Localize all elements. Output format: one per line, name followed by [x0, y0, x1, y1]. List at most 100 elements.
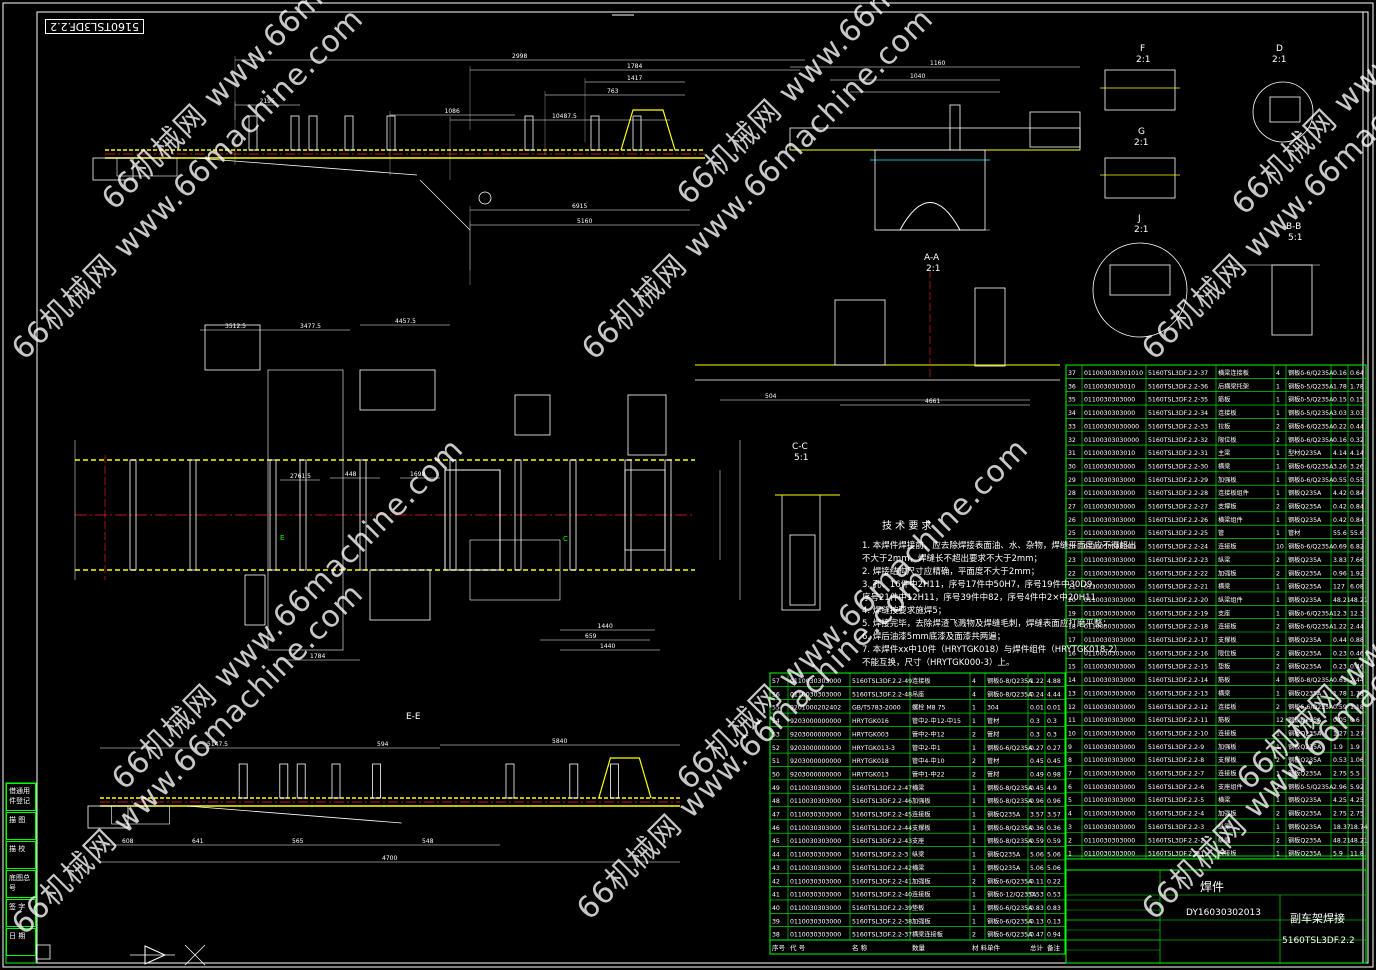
bom-right-cell: 钢板δ-6/Q235A — [1288, 436, 1334, 444]
bom-left-cell: 1 — [972, 905, 976, 912]
bom-right-cell: 钢板δ-6/Q235A — [1288, 369, 1334, 377]
inner-border — [36, 11, 1369, 964]
detail-f-label: F — [1140, 44, 1146, 54]
bom-right-cell: 48.21 — [1350, 837, 1368, 844]
bom-left-cell: 钢板δ-6/Q235A — [987, 904, 1033, 912]
bom-right-cell: 1 — [1276, 383, 1280, 390]
bom-right-cell: 2 — [1276, 650, 1280, 657]
bom-left-cell: 2 — [972, 878, 976, 885]
bom-right-cell: 15 — [1068, 664, 1076, 671]
bom-right-cell: 5160TSL3DF.2.2-23 — [1148, 557, 1208, 564]
bom-left-cell: 0.96 — [1047, 798, 1061, 805]
bom-right-cell: 11 — [1068, 717, 1076, 724]
bom-left-cell: 0110030303000 — [790, 678, 841, 685]
bom-left-cell: 45 — [772, 838, 780, 845]
tech-req-item: 4. 焊缝按要求施焊5； — [862, 606, 947, 616]
bom-right-cell: 横梁 — [1218, 796, 1230, 804]
bom-left-cell: 0.45 — [1030, 758, 1044, 765]
bom-right-cell: 01100303030000 — [1084, 437, 1139, 444]
bom-right-cell: 0110030303000 — [1084, 837, 1135, 844]
bom-header-cell: 材 料 — [972, 943, 988, 952]
bom-left-cell: 1 — [972, 785, 976, 792]
bom-left-cell: 1 — [972, 812, 976, 819]
bom-left-cell: 管材 — [987, 730, 999, 738]
plan-mark-e: E — [280, 534, 284, 542]
bom-left-cell: 9203000000000 — [790, 745, 841, 752]
bom-left-cell: 1 — [972, 892, 976, 899]
bom-right-cell: 0110030303000 — [1084, 744, 1135, 751]
bom-left-cell: HRYTGK018 — [852, 758, 889, 765]
bom-left-cell: 0.36 — [1047, 825, 1061, 832]
bom-right-cell: 钢板δ-6/Q235A — [1288, 609, 1334, 617]
bom-right-cell: 钢板δ-6/Q235A — [1288, 422, 1334, 430]
bom-right-cell: 1 — [1276, 397, 1280, 404]
side-ee-upright-7 — [610, 763, 619, 799]
bom-right-cell: 5160TSL3DF.2.2-1 — [1148, 851, 1204, 858]
title-drawing-number: DY16030302013 — [1186, 908, 1261, 918]
bom-right-cell: 1 — [1276, 744, 1280, 751]
bom-right-cell: 5160TSL3DF.2.2-13 — [1148, 690, 1208, 697]
bom-right-cell: 钢板δ-6/Q235A — [1288, 476, 1334, 484]
bom-right-cell: 0110030303000 — [1084, 664, 1135, 671]
bom-right-cell: 0.6 — [1350, 717, 1360, 724]
plan-region-2 — [469, 539, 561, 601]
left-table-cell: 签 字 — [6, 899, 36, 927]
side-ee-rear-bracket — [598, 757, 652, 799]
bom-right-cell: 0.55 — [1350, 477, 1364, 484]
bom-right-cell: 5160TSL3DF.2.2-19 — [1148, 610, 1208, 617]
bom-right-cell: 支撑板 — [1218, 636, 1237, 644]
bom-right-cell: 1 — [1276, 771, 1280, 778]
bom-left-cell: 0.3 — [1047, 731, 1057, 738]
tech-req-item: 5. 焊接完毕，去除焊渣飞溅物及焊缝毛刺，焊缝表面应打磨平整； — [862, 619, 1111, 629]
detail-g-label: G — [1138, 127, 1145, 137]
bom-right-cell: 127 — [1333, 584, 1345, 591]
bom-left-cell: 43 — [772, 865, 780, 872]
bom-left-cell: 4.9 — [1047, 785, 1057, 792]
bom-left-cell: 5160TSL3DF.2.2-42 — [852, 865, 912, 872]
bom-right-cell: 5160TSL3DF.2.2-34 — [1148, 410, 1208, 417]
section-bb-label: B-B — [1286, 222, 1302, 232]
bom-right-cell: 1.78 — [1333, 690, 1347, 697]
bom-right-cell: 支撑板 — [1218, 756, 1237, 764]
bom-left-cell: 48 — [772, 798, 780, 805]
bom-left-cell: 0.83 — [1047, 905, 1061, 912]
left-table-cell: 借通用件登记 — [6, 783, 36, 811]
detail-d-label: D — [1276, 44, 1283, 54]
dim-text-top-0: 2998 — [512, 53, 527, 60]
bom-right-cell: 0110030303000 — [1084, 477, 1135, 484]
bom-right-cell: 横梁 — [1218, 583, 1230, 591]
bom-right-cell: 1.78 — [1350, 383, 1364, 390]
bom-right-cell: 横梁 — [1218, 689, 1230, 697]
plan-tab-1 — [204, 324, 261, 371]
bom-right-cell: 钢板Q235A — [1288, 489, 1322, 497]
bom-right-cell: 0110030303000 — [1084, 544, 1135, 551]
bom-right-cell: 钢板Q235A — [1288, 756, 1322, 764]
bom-right-cell: 4.14 — [1350, 450, 1364, 457]
side-ee-upright-0 — [238, 763, 248, 799]
bom-right-cell: 5 — [1068, 797, 1072, 804]
bom-right-cell: 纵梁 — [1218, 836, 1230, 844]
tech-req-item: 1. 本焊件焊接前，应去除焊接表面油、水、杂物，焊缝平面度应不得超出 — [862, 541, 1137, 551]
bom-right-cell: 0110030303000 — [1084, 771, 1135, 778]
side-ee-end-block — [87, 805, 129, 829]
bom-right-cell: 连接板 — [1218, 729, 1237, 737]
bom-right-cell: 0.42 — [1333, 517, 1347, 524]
bom-right-cell: 4.25 — [1333, 797, 1347, 804]
bom-right-cell: 27 — [1068, 504, 1076, 511]
side-top-rear-bracket — [620, 109, 676, 151]
plan-crossmember-2 — [269, 459, 277, 571]
bom-right-cell: 2.75 — [1333, 771, 1347, 778]
bom-right-cell: 钢板Q235A — [1288, 663, 1322, 671]
dim-plan-text-3: 2761.5 — [290, 473, 311, 480]
plan-box-center — [444, 469, 501, 571]
detail-d-circle — [1252, 81, 1314, 143]
bom-right-cell: 5160TSL3DF.2.2-32 — [1148, 437, 1208, 444]
bom-right-cell: 0.59 — [1333, 704, 1347, 711]
section-cc-label: C-C — [792, 442, 808, 452]
side-top-upright-4 — [386, 115, 396, 151]
bom-right-cell: 1 — [1276, 450, 1280, 457]
bom-right-cell: 2.96 — [1333, 784, 1347, 791]
section-bb-part — [1271, 264, 1313, 336]
detail-g-box — [1104, 157, 1176, 199]
